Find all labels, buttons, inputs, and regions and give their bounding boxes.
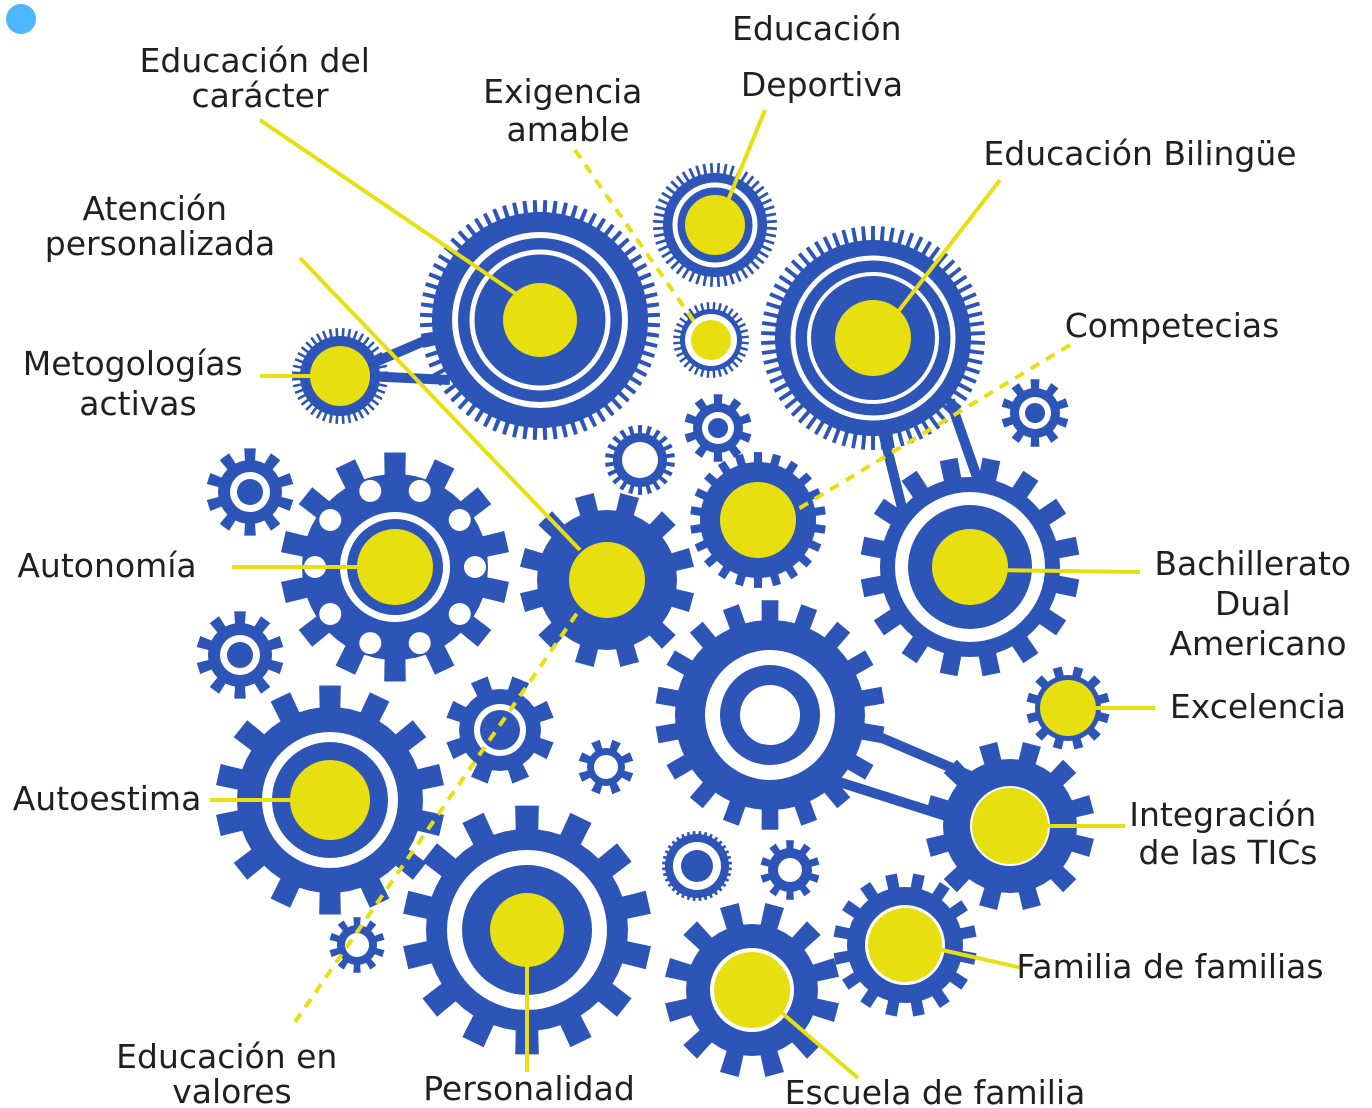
label-atencion-personalizada: Atención personalizada bbox=[45, 189, 275, 263]
label-educacion-bilingue: Educación Bilingüe bbox=[983, 134, 1296, 173]
gear-excelencia-hub bbox=[1040, 680, 1096, 736]
label-exigencia-amable: Exigencia amable bbox=[483, 72, 653, 149]
pointer-exigencia-amable bbox=[573, 148, 702, 332]
gear-small-h bbox=[662, 831, 732, 901]
label-integracion-tics: Integración de las TICs bbox=[1129, 795, 1327, 872]
label-excelencia: Excelencia bbox=[1170, 687, 1346, 726]
gear-excelencia bbox=[1026, 666, 1110, 750]
gear-central-hole bbox=[740, 685, 800, 745]
gear-small-f bbox=[446, 676, 554, 784]
gear-small-j bbox=[329, 917, 385, 973]
gear-atencion-personalizada bbox=[520, 493, 694, 667]
gear-small-a bbox=[684, 394, 752, 462]
pointer-competencias bbox=[778, 343, 1072, 522]
pointer-bachillerato bbox=[984, 568, 1141, 574]
gear-exigencia-amable bbox=[673, 302, 749, 378]
gear-familia-familias-hub bbox=[868, 908, 942, 982]
label-escuela-de-familia: Escuela de familia bbox=[785, 1073, 1086, 1108]
pointer-educacion-bilingue bbox=[878, 178, 1002, 337]
gear-metodologias bbox=[292, 328, 388, 424]
gear-metodologias-hub bbox=[310, 346, 370, 406]
gear-competencias-hub bbox=[720, 482, 796, 558]
label-bachillerato-dual: Bachillerato Dual Americano bbox=[1154, 544, 1361, 663]
gear-educacion-caracter-hub bbox=[503, 283, 577, 357]
gear-small-b bbox=[605, 425, 675, 495]
gear-small-i bbox=[760, 840, 820, 900]
label-educacion-caracter: Educación del carácter bbox=[140, 41, 381, 115]
labels: Educación del carácter Exigencia amable … bbox=[13, 9, 1361, 1108]
gear-atencion-personalizada-hub bbox=[569, 542, 645, 618]
gear-educacion-deportiva bbox=[653, 163, 777, 287]
label-metodologias-activas: Metogologías activas bbox=[23, 344, 253, 423]
gear-educacion-caracter bbox=[420, 200, 660, 440]
gear-small-c bbox=[1001, 379, 1069, 447]
pointer-educacion-caracter bbox=[258, 118, 527, 302]
label-autonomia: Autonomía bbox=[17, 546, 196, 585]
corner-marker-dot bbox=[6, 4, 36, 34]
pointer-educacion-deportiva bbox=[718, 109, 767, 221]
pointer-familia-familias bbox=[919, 943, 1023, 970]
gear-escuela-familia bbox=[665, 903, 839, 1077]
label-educacion-valores: Educación en valores bbox=[116, 1037, 348, 1108]
gear-bachillerato-hub bbox=[932, 529, 1008, 605]
label-familia-de-familias: Familia de familias bbox=[1016, 947, 1323, 986]
gear-small-e bbox=[196, 611, 284, 699]
gear-small-g bbox=[578, 739, 634, 795]
gear-small-d bbox=[206, 448, 294, 536]
pointer-escuela-familia bbox=[753, 988, 860, 1080]
gear-escuela-familia-hub bbox=[714, 952, 790, 1028]
gear-educacion-deportiva-hub bbox=[685, 195, 745, 255]
gear-exigencia-amable-hub bbox=[691, 320, 731, 360]
label-competencias: Competecias bbox=[1065, 306, 1280, 345]
gear-familia-familias bbox=[833, 873, 977, 1017]
label-educacion-deportiva: Educación Deportiva bbox=[732, 9, 912, 104]
label-personalidad: Personalidad bbox=[423, 1069, 635, 1108]
pointer-atencion-personalizada bbox=[298, 256, 582, 552]
gear-bachillerato bbox=[860, 457, 1080, 677]
gear-competencias bbox=[690, 452, 826, 588]
label-autoestima: Autoestima bbox=[13, 779, 202, 818]
label-pointers bbox=[210, 109, 1155, 1080]
